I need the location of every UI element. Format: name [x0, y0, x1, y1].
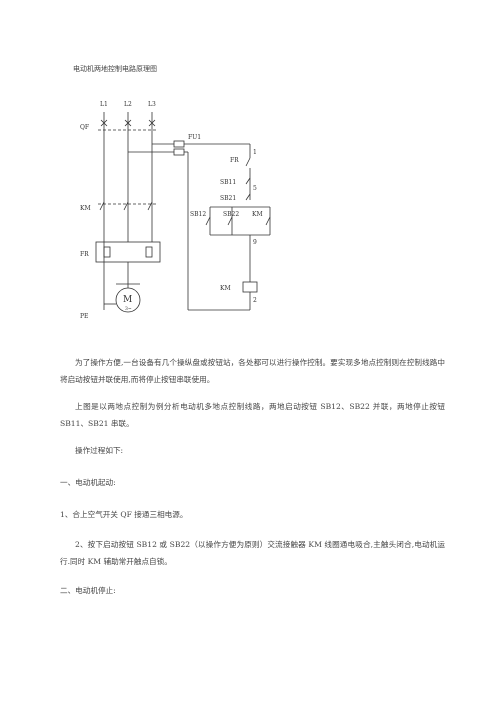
heading-stop: 二、电动机停止: — [60, 586, 116, 595]
paragraph-analysis: 上图是以两地点控制为例分析电动机多地点控制线路，两地启动按钮 SB12、SB22… — [60, 402, 445, 428]
label-qf: QF — [80, 124, 89, 131]
heading-start: 一、电动机起动: — [60, 478, 116, 487]
node-1: 1 — [253, 149, 257, 156]
label-fr-main: FR — [80, 251, 89, 258]
label-l2: L2 — [124, 101, 132, 108]
node-5: 5 — [253, 185, 257, 192]
label-fu1: FU1 — [188, 134, 201, 141]
label-sb12: SB12 — [190, 211, 206, 218]
circuit-diagram: L1 L2 L3 QF FU1 KM FR M 3~ PE FR SB11 SB… — [80, 101, 271, 320]
label-motor: M — [123, 295, 132, 305]
node-9: 9 — [253, 239, 257, 246]
label-km-aux: KM — [252, 211, 263, 218]
step-1: 1、合上空气开关 QF 接通三相电源。 — [60, 510, 188, 519]
node-2: 2 — [253, 297, 257, 304]
label-pe: PE — [80, 313, 88, 320]
paragraph-procedure: 操作过程如下: — [75, 446, 124, 455]
label-l3: L3 — [148, 101, 156, 108]
label-fr-ctrl: FR — [230, 157, 239, 164]
label-l1: L1 — [100, 101, 108, 108]
label-km-main: KM — [80, 205, 91, 212]
label-motor-sub: 3~ — [125, 306, 132, 312]
diagram-title: 电动机两地控制电路原理图 — [73, 65, 157, 73]
label-sb11: SB11 — [220, 179, 236, 186]
label-sb21: SB21 — [220, 195, 236, 202]
label-km-coil: KM — [220, 285, 231, 292]
label-sb22: SB22 — [223, 211, 239, 218]
paragraph-intro: 为了操作方便,一台设备有几个操纵盘或按钮站，各处都可以进行操作控制。要实现多地点… — [60, 358, 445, 384]
step-2: 2、按下启动按钮 SB12 或 SB22（以操作方便为原则）交流接触器 KM 线… — [60, 540, 445, 566]
